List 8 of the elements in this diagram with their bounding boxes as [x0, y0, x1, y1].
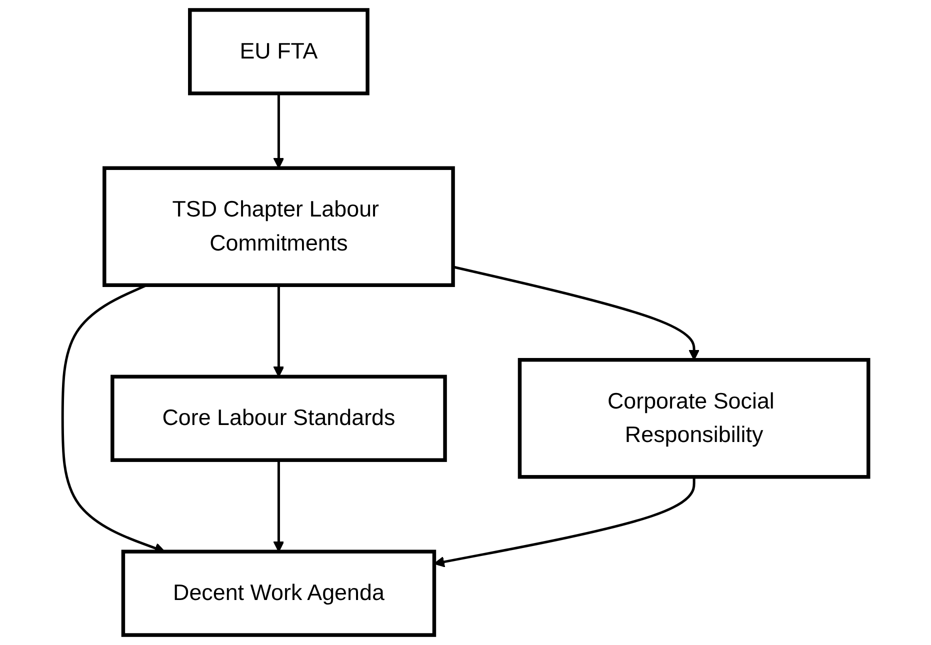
node-box: Corporate Social Responsibility [518, 358, 870, 479]
arrow [273, 93, 284, 169]
arrow [273, 285, 284, 378]
node-box: TSD Chapter Labour Commitments [102, 166, 455, 288]
node-box: EU FTA [188, 8, 370, 96]
node-box: Core Labour Standards [110, 374, 447, 462]
node-box: Decent Work Agenda [121, 550, 436, 637]
arrow [273, 460, 284, 552]
